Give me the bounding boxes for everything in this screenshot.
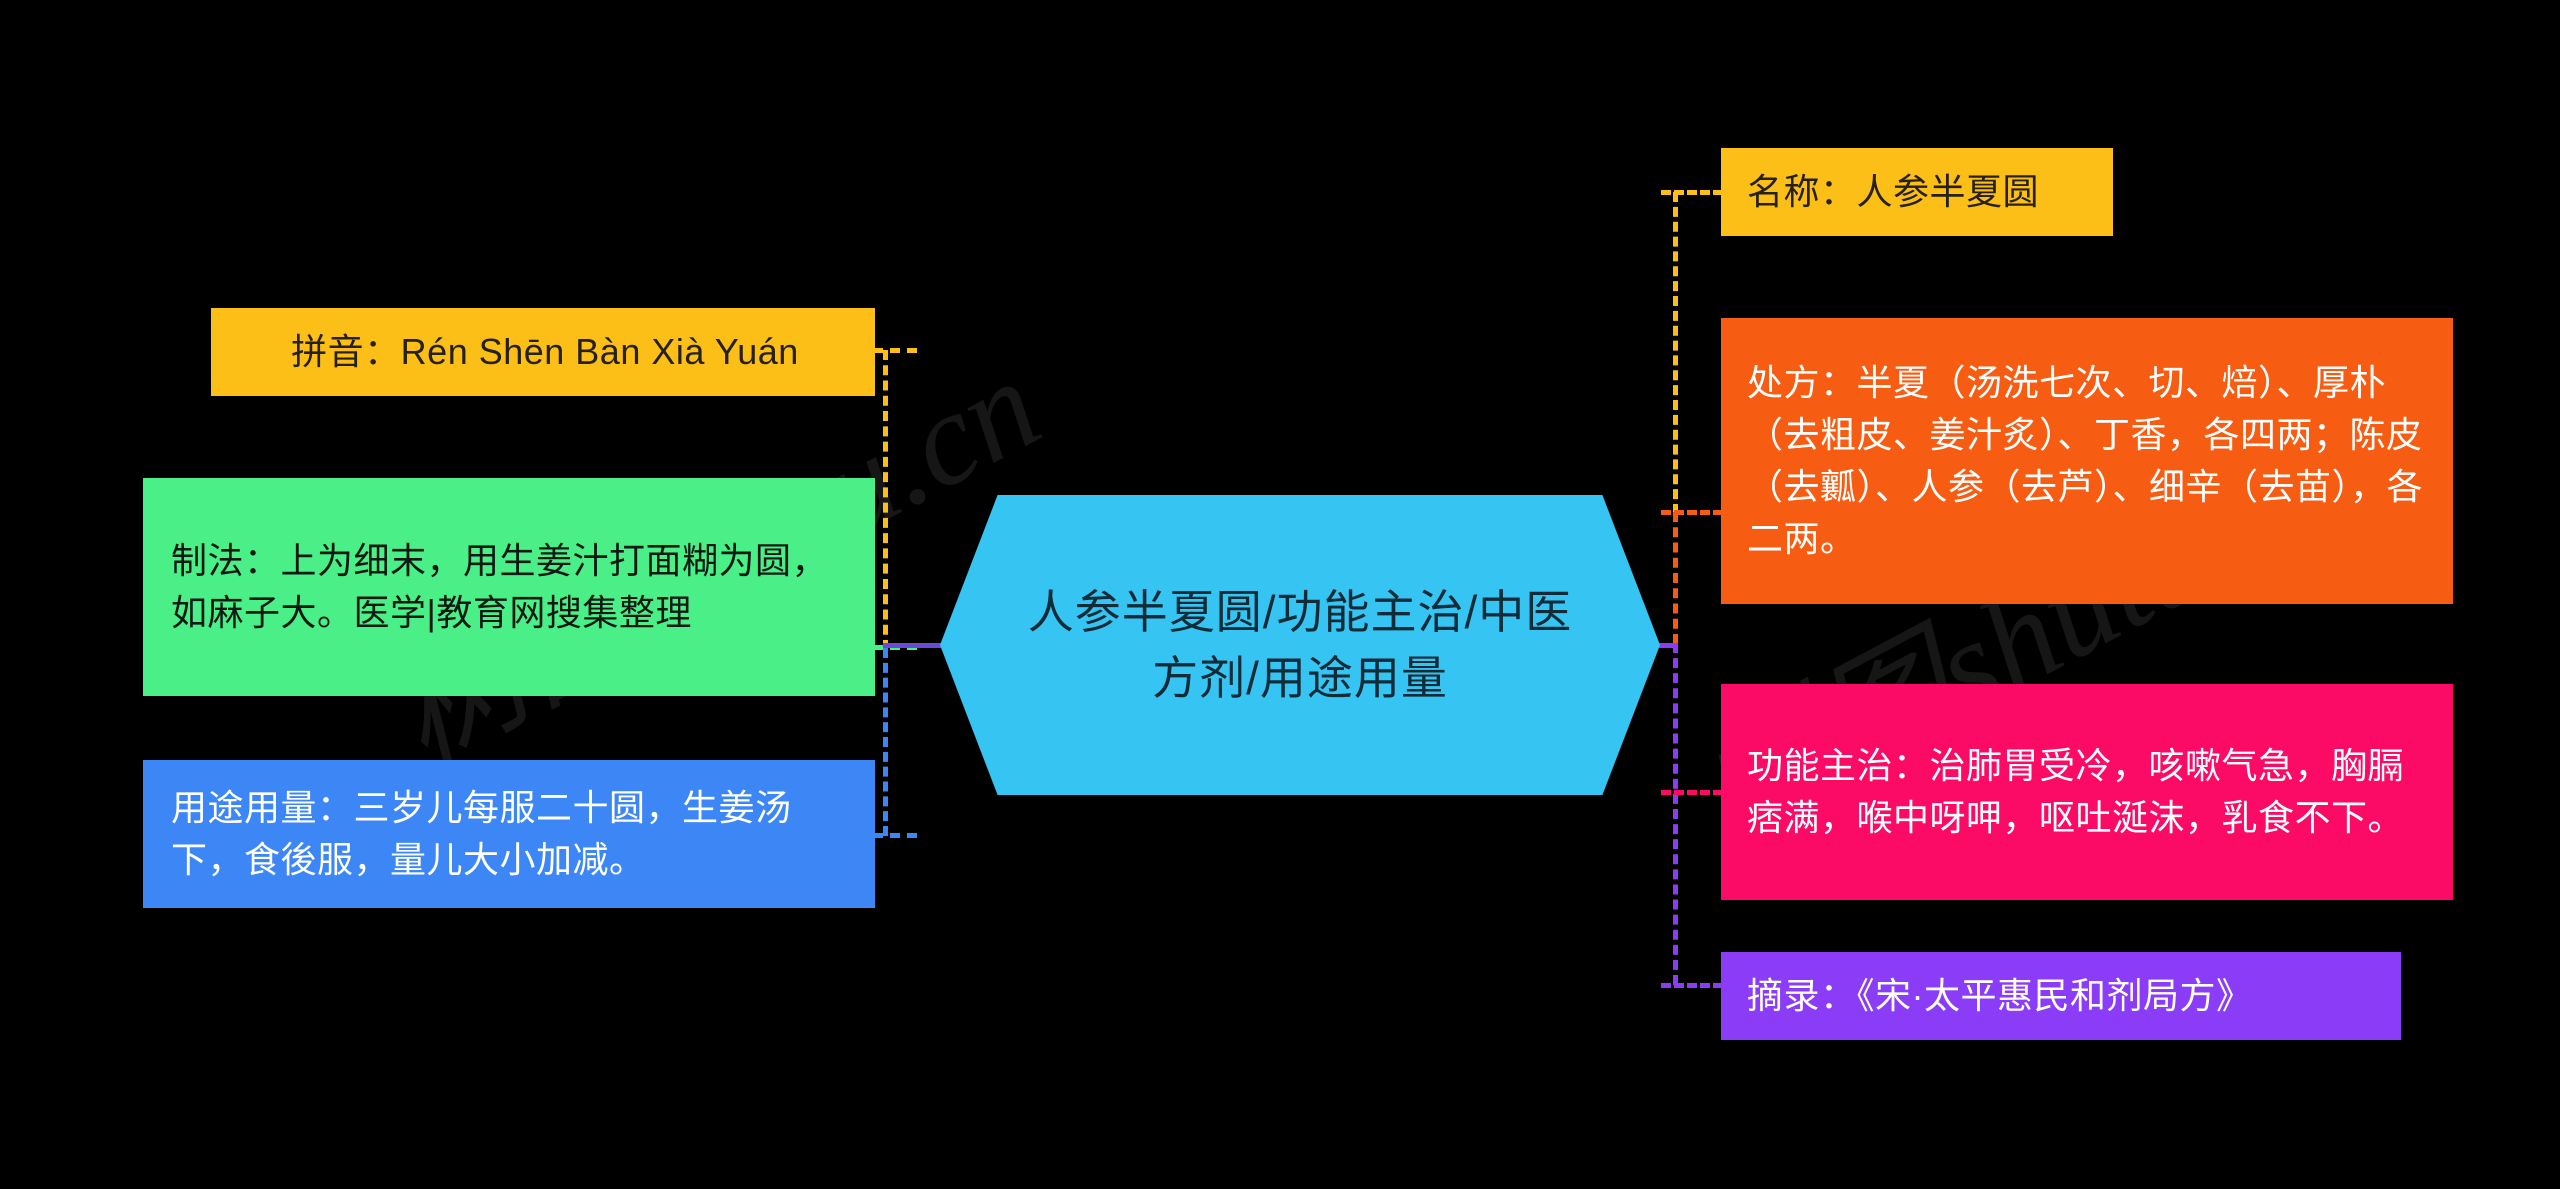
node-gongneng-label: 功能主治：治肺胃受冷，咳嗽气急，胸膈痞满，喉中呀呷，呕吐涎沫，乳食不下。 xyxy=(1747,745,2405,838)
node-center-topic[interactable]: 人参半夏圆/功能主治/中医方剂/用途用量 xyxy=(940,495,1660,795)
connector-left-trunk-upper xyxy=(883,350,888,650)
node-zhailu-label: 摘录：《宋·太平惠民和剂局方》 xyxy=(1747,975,2253,1017)
connector-right-trunk-upper xyxy=(1673,192,1678,514)
connector-stub-zhailu xyxy=(1661,983,1723,988)
node-center-topic-label: 人参半夏圆/功能主治/中医方剂/用途用量 xyxy=(1027,585,1573,704)
node-yongtu-label: 用途用量：三岁儿每服二十圆，生姜汤下，食後服，量儿大小加减。 xyxy=(171,787,792,880)
node-pinyin[interactable]: 拼音：Rén Shēn Bàn Xià Yuán xyxy=(211,308,875,396)
connector-stub-chufang xyxy=(1661,510,1723,515)
node-gongneng[interactable]: 功能主治：治肺胃受冷，咳嗽气急，胸膈痞满，喉中呀呷，呕吐涎沫，乳食不下。 xyxy=(1721,684,2453,900)
connector-center-left-link xyxy=(883,643,943,648)
connector-stub-gongneng xyxy=(1661,790,1723,795)
node-chufang-label: 处方：半夏（汤洗七次、切、焙）、厚朴（去粗皮、姜汁炙）、丁香，各四两；陈皮（去瓤… xyxy=(1747,362,2424,559)
connector-stub-pinyin xyxy=(873,348,917,353)
node-chufang[interactable]: 处方：半夏（汤洗七次、切、焙）、厚朴（去粗皮、姜汁炙）、丁香，各四两；陈皮（去瓤… xyxy=(1721,318,2453,604)
connector-right-trunk-lower xyxy=(1673,643,1678,985)
connector-right-trunk-middle xyxy=(1673,512,1678,644)
node-mingcheng-label: 名称：人参半夏圆 xyxy=(1747,171,2040,213)
node-zhifa[interactable]: 制法：上为细末，用生姜汁打面糊为圆，如麻子大。医学|教育网搜集整理 xyxy=(143,478,875,696)
node-zhailu[interactable]: 摘录：《宋·太平惠民和剂局方》 xyxy=(1721,952,2401,1040)
connector-stub-yongtu xyxy=(873,833,917,838)
connector-stub-mingcheng xyxy=(1661,190,1723,195)
node-pinyin-label: 拼音：Rén Shēn Bàn Xià Yuán xyxy=(291,331,799,373)
node-zhifa-label: 制法：上为细末，用生姜汁打面糊为圆，如麻子大。医学|教育网搜集整理 xyxy=(171,540,829,633)
node-mingcheng[interactable]: 名称：人参半夏圆 xyxy=(1721,148,2113,236)
connector-left-trunk-lower xyxy=(883,648,888,836)
node-yongtu[interactable]: 用途用量：三岁儿每服二十圆，生姜汤下，食後服，量儿大小加减。 xyxy=(143,760,875,908)
